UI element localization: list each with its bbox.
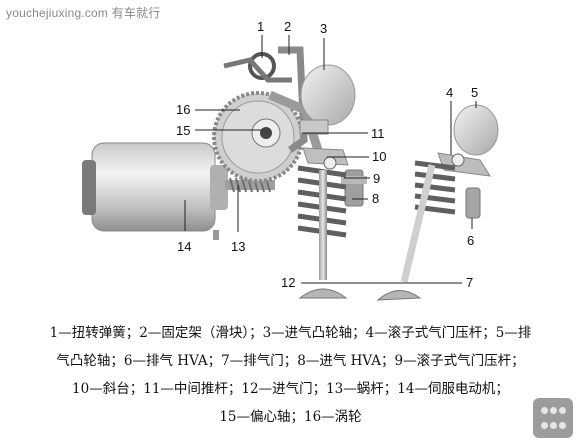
- label-16: 16: [176, 102, 190, 117]
- eccentric-shaft: [251, 118, 281, 148]
- label-15: 15: [176, 123, 190, 138]
- label-5: 5: [471, 85, 478, 100]
- label-6: 6: [467, 233, 474, 248]
- label-13: 13: [231, 239, 245, 254]
- label-10: 10: [372, 149, 386, 164]
- label-3: 3: [320, 21, 327, 36]
- watermark: youchejiuxing.com 有车就行: [6, 6, 161, 20]
- intake-rocker-assembly: [299, 119, 349, 170]
- exhaust-rocker-assembly: [437, 152, 491, 219]
- label-8: 8: [372, 191, 379, 206]
- leader-lines: [184, 35, 477, 284]
- label-11: 11: [371, 126, 385, 141]
- intake-valve: [297, 165, 348, 299]
- caption-line-4: 15—偏心轴；16—涡轮: [219, 409, 362, 425]
- caption-line-3: 10—斜台；11—中间推杆；12—进气门；13—蜗杆；14—伺服电动机；: [72, 381, 509, 397]
- exhaust-camshaft: [453, 104, 499, 156]
- caption-line-2: 气凸轮轴；6—排气 HVA；7—排气门；8—进气 HVA；9—滚子式气门压杆；: [56, 353, 525, 369]
- servo-motor: [82, 142, 228, 240]
- exhaust-valve: [376, 160, 456, 301]
- label-12: 12: [281, 275, 295, 290]
- label-1: 1: [257, 19, 264, 34]
- label-2: 2: [284, 19, 291, 34]
- label-4: 4: [446, 85, 453, 100]
- intake-camshaft: [300, 64, 356, 126]
- label-9: 9: [373, 171, 380, 186]
- gear-shifter-logo-icon: [533, 398, 573, 438]
- valvetrain-diagram: 1 2 3 4 5 6 7 8 9 10 11 12 13 14 15 16: [82, 19, 499, 301]
- label-14: 14: [177, 239, 191, 254]
- label-7: 7: [466, 275, 473, 290]
- caption-line-1: 1—扭转弹簧；2—固定架（滑块）；3—进气凸轮轴；4—滚子式气门压杆；5—排: [49, 325, 532, 341]
